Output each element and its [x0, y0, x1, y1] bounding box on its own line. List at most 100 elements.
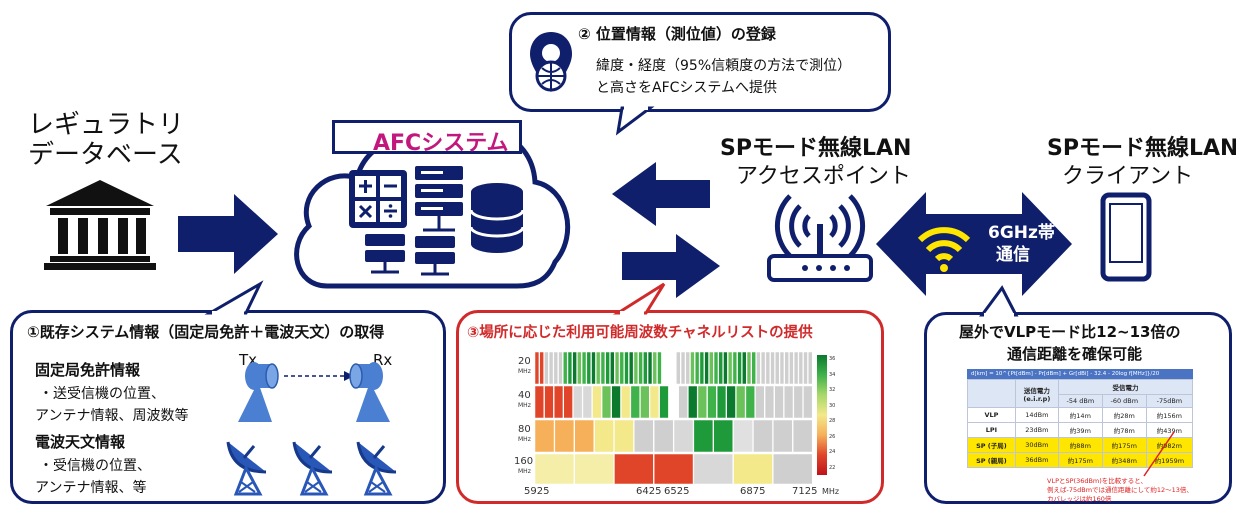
scale-label: 36 [829, 356, 836, 362]
channel-cell [685, 351, 690, 385]
channel-cell [591, 351, 596, 385]
fixed-station-title: 固定局免許情報 [35, 361, 141, 379]
channel-cell [624, 351, 629, 385]
smartphone-icon [1100, 192, 1152, 282]
channel-cell [751, 351, 756, 385]
channel-cell [657, 351, 662, 385]
access-point-icon [767, 194, 873, 282]
channel-cell [668, 385, 679, 419]
registry-label-line2: データベース [28, 140, 183, 170]
channel-cell [652, 351, 657, 385]
6ghz-communication-arrow [876, 192, 1072, 296]
channel-cell [592, 385, 602, 419]
channel-cell [718, 351, 723, 385]
channel-cell [792, 419, 813, 453]
channel-cell [640, 385, 650, 419]
channel-cell [596, 351, 601, 385]
channel-cell [726, 385, 736, 419]
channel-cell [647, 351, 653, 385]
head-recv-col: -54 dBm [1057, 394, 1103, 408]
channel-cell [573, 385, 583, 419]
coverage-note-line2: 例えば-75dBmでは通信距離にして約12～13倍、 [1047, 486, 1193, 494]
channel-cell [534, 351, 540, 385]
existing-bubble-tail [204, 280, 264, 317]
channel-cell [534, 453, 575, 485]
channel-cell [614, 419, 634, 453]
color-scale-bar [817, 355, 827, 475]
channel-cell [803, 385, 813, 419]
channel-cell [558, 351, 563, 385]
channel-cell [779, 351, 785, 385]
channel-cell [707, 385, 717, 419]
channel-cell [733, 419, 753, 453]
channel-cell [699, 351, 705, 385]
x-tick-5925: 5925 [524, 486, 550, 497]
scale-label: 22 [829, 464, 836, 471]
channel-cell [601, 385, 612, 419]
channel-cell [567, 351, 573, 385]
existing-bubble-title: ①既存システム情報（固定局免許＋電波天文）の取得 [27, 323, 385, 341]
coverage-note-line3: カバレッジは約160倍 [1047, 495, 1112, 503]
channel-cell [553, 351, 559, 385]
channel-cell [638, 351, 643, 385]
channel-cell [611, 385, 621, 419]
channel-cell [688, 385, 698, 419]
channel-cell [793, 351, 799, 385]
location-bubble-line2: と高さをAFCシステムへ提供 [596, 80, 777, 96]
channel-cell [534, 385, 545, 419]
channel-cell [716, 385, 727, 419]
rx-antenna-icon [349, 362, 390, 422]
radio-telescope-icon-3 [356, 441, 397, 496]
channel-cell [753, 419, 773, 453]
channel-cell [633, 351, 639, 385]
channel-cell [610, 351, 615, 385]
channel-cell [709, 351, 714, 385]
channel-cell [694, 351, 700, 385]
channel-cell [619, 351, 624, 385]
channel-cell [614, 351, 620, 385]
scale-label: 30 [829, 402, 836, 409]
channel-cell [548, 351, 554, 385]
x-tick-6875: 6875 [740, 486, 766, 497]
channel-cell [563, 351, 568, 385]
channel-cell [621, 385, 631, 419]
channel-cell [534, 419, 555, 453]
location-registration-bubble: ② 位置情報（測位値）の登録 緯度・経度（95%信頼度の方法で測位） と高さをA… [509, 12, 891, 112]
channel-cell [736, 385, 746, 419]
head-recv: 受信電力 [1057, 379, 1194, 395]
channel-bubble-tail [612, 282, 666, 317]
row-label-40: 40 [518, 390, 531, 401]
channel-cell [784, 351, 789, 385]
channel-cell [634, 419, 654, 453]
channel-cell [678, 385, 688, 419]
ap-title-line1: SPモード無線LAN [720, 136, 912, 161]
channel-cell [732, 351, 738, 385]
channel-cell [659, 385, 669, 419]
head-recv-col: -60 dBm [1101, 394, 1147, 408]
channel-cell [723, 351, 728, 385]
channel-grid-svg [534, 351, 813, 485]
channel-cell [544, 351, 549, 385]
afc-cloud-icon [294, 128, 571, 289]
scale-label: 26 [829, 433, 836, 440]
table-corner [967, 379, 1016, 408]
color-scale-labels: 36 34 32 30 28 26 24 22 [829, 352, 843, 478]
channel-cell [649, 385, 660, 419]
arrow-ap-to-afc [612, 162, 710, 226]
arrow-afc-to-ap [622, 234, 720, 298]
channel-cell [697, 385, 708, 419]
channel-cell [572, 351, 577, 385]
channel-cell [676, 351, 681, 385]
row-unit-20: MHz [518, 368, 531, 375]
channel-cell [693, 419, 714, 453]
channel-cell [764, 385, 775, 419]
fixed-station-line2: アンテナ情報、周波数等 [35, 408, 189, 424]
tx-antenna-icon [238, 362, 279, 422]
afc-title: AFCシステム [373, 131, 509, 156]
channel-cell [690, 351, 695, 385]
channel-cell [765, 351, 771, 385]
channel-cell [803, 351, 808, 385]
